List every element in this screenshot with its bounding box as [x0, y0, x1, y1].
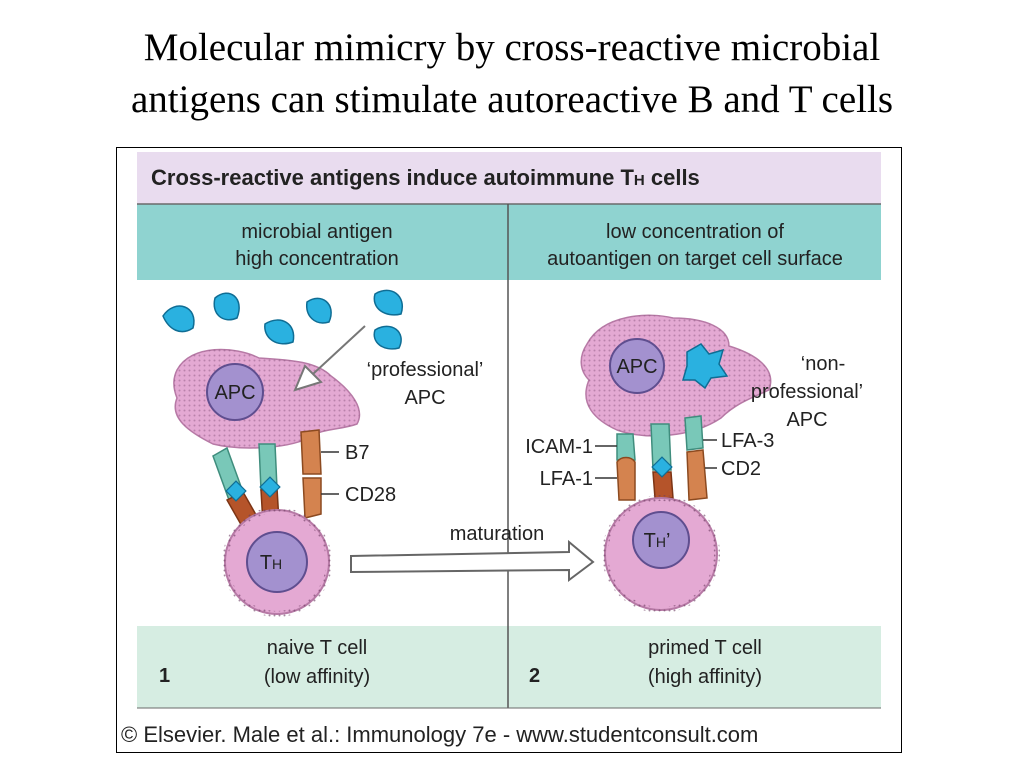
slide-title-line-2: antigens can stimulate autoreactive B an… [130, 78, 894, 121]
th2-nucleus [632, 511, 690, 569]
panel2-header-line-1: low concentration of [606, 221, 784, 243]
b7-cd28-pair [300, 429, 322, 519]
figure-heading: Cross-reactive antigens induce autoimmun… [151, 165, 700, 190]
maturation-label: maturation [450, 523, 545, 545]
th-nucleus [246, 531, 308, 593]
antigen-uptake-arrow [293, 325, 366, 392]
apc2-nucleus [609, 338, 665, 394]
panel2-header-line-2: autoantigen on target cell surface [547, 248, 843, 270]
panel2-footer-line-2: (high affinity) [648, 666, 762, 688]
apc-desc-line-2: APC [404, 387, 445, 409]
figure-diagram: Cross-reactive antigens induce autoimmun… [121, 152, 881, 747]
slide-title-line-1: Molecular mimicry by cross-reactive micr… [143, 26, 881, 69]
maturation-arrow [350, 539, 595, 582]
th2-label: TH’ [644, 530, 671, 552]
apc2-label: APC [616, 356, 657, 378]
header-band [137, 204, 881, 280]
apc2-desc-line-1: ‘non- [801, 353, 845, 375]
lfa3-label: LFA-3 [721, 430, 774, 452]
panel1-footer-line-1: naive T cell [267, 637, 367, 659]
cd28-label: CD28 [345, 484, 396, 506]
b7-label: B7 [345, 442, 369, 464]
slide-title: Molecular mimicry by cross-reactive micr… [0, 22, 1024, 126]
panel1-number: 1 [159, 665, 170, 687]
cd2-label: CD2 [721, 458, 761, 480]
panel2-footer-line-1: primed T cell [648, 637, 762, 659]
apc2-desc-line-2: professional’ [751, 381, 863, 403]
th-label: TH [260, 552, 282, 574]
figure-title-band [137, 152, 881, 204]
apc-nucleus [206, 363, 264, 421]
lfa1-label: LFA-1 [540, 468, 593, 490]
autoantigen-star [682, 343, 729, 390]
apc-desc-line-1: ‘professional’ [367, 359, 484, 381]
figure: Cross-reactive antigens induce autoimmun… [116, 147, 902, 753]
copyright-text: © Elsevier. Male et al.: Immunology 7e -… [121, 722, 758, 747]
icam-label: ICAM-1 [525, 436, 593, 458]
footer-band [137, 626, 881, 708]
receptor-pairs-primed [616, 415, 708, 501]
antigen-droplets [162, 289, 404, 350]
panel1-footer-line-2: (low affinity) [264, 666, 370, 688]
apc-label: APC [214, 382, 255, 404]
panel1-header-line-1: microbial antigen [241, 221, 392, 243]
apc2-desc-line-3: APC [786, 409, 827, 431]
panel1-header-line-2: high concentration [235, 248, 398, 270]
panel2-number: 2 [529, 665, 540, 687]
